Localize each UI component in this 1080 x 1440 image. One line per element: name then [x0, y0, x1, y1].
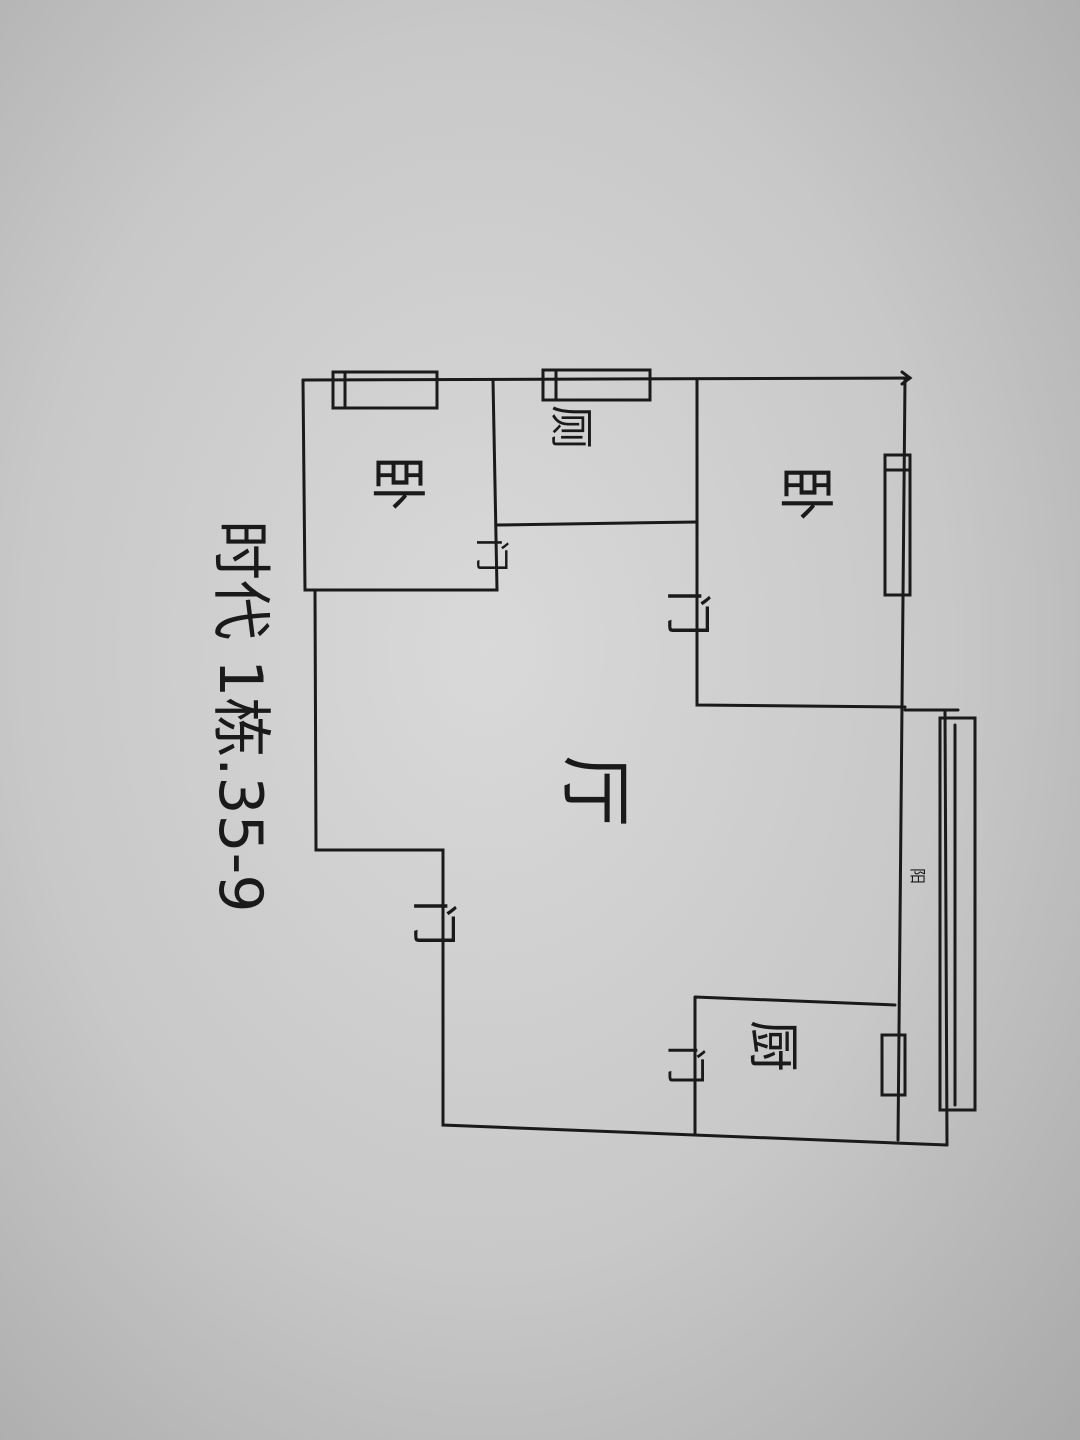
doors: 门 门 门 门 — [407, 538, 715, 1085]
walls — [301, 370, 960, 1147]
window-toilet — [541, 368, 652, 402]
room-labels: 卧 卧 厕 厅 厨 阳 — [364, 405, 927, 1072]
label-balcony: 阳 — [908, 868, 927, 884]
right-wall — [896, 378, 907, 1142]
left-bedroom-wall — [303, 378, 499, 592]
window-balcony — [938, 716, 977, 1112]
label-bedroom-right: 卧 — [772, 465, 837, 521]
window-left-bedroom — [331, 370, 439, 410]
window-kitchen — [880, 1033, 907, 1097]
door-right-bedroom: 门 — [661, 590, 715, 636]
window-right-bedroom — [883, 453, 912, 597]
label-kitchen: 厨 — [742, 1020, 802, 1072]
door-kitchen: 门 — [662, 1045, 708, 1085]
windows — [331, 368, 977, 1112]
kitchen-wall — [693, 995, 897, 1137]
label-toilet: 厕 — [545, 405, 596, 449]
door-entrance: 门 — [407, 900, 461, 946]
address-caption: 时代 1栋.35-9 — [205, 520, 275, 913]
outer-top-wall — [301, 376, 912, 382]
door-left-bedroom: 门 — [471, 538, 511, 572]
label-bedroom-left: 卧 — [364, 455, 429, 511]
right-bedroom-wall — [695, 378, 907, 709]
balcony-outer-wall — [943, 710, 949, 1147]
toilet-wall — [495, 520, 699, 527]
label-living-room: 厅 — [553, 755, 637, 827]
